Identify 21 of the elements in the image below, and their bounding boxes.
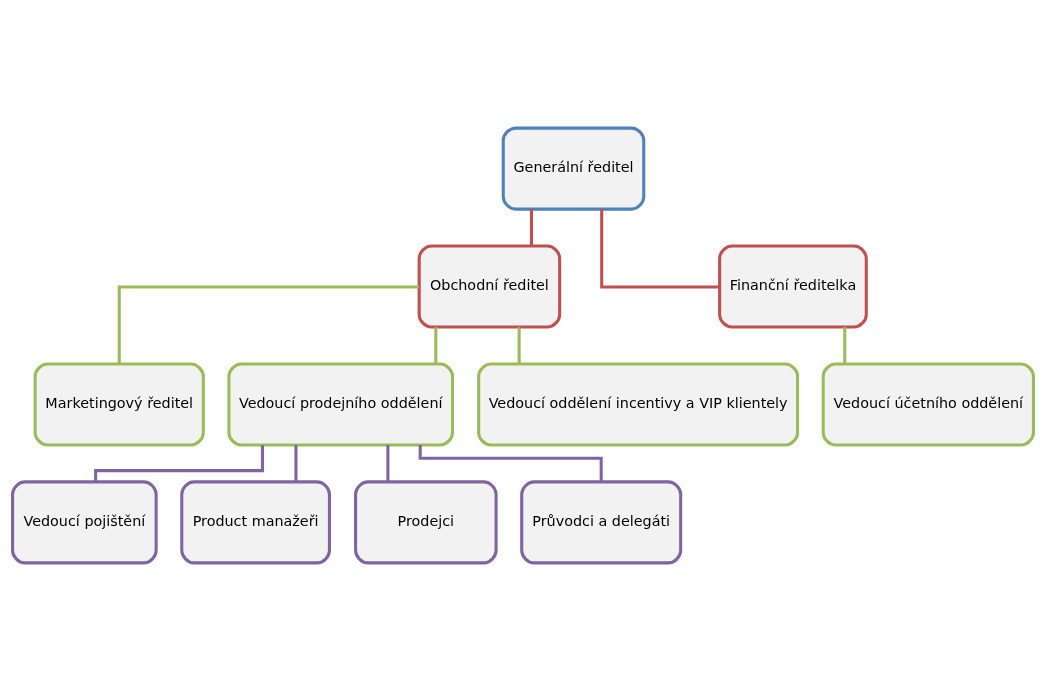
connector — [418, 444, 603, 482]
connector — [517, 326, 521, 364]
node-box: Prodejci — [354, 479, 498, 564]
node-box: Generální ředitel — [501, 126, 646, 211]
node-box: Vedoucí pojištění — [11, 479, 158, 564]
node-box: Vedoucí prodejního oddělení — [227, 361, 455, 446]
node-box: Obchodní ředitel — [417, 244, 562, 329]
node-box: Marketingový ředitel — [33, 361, 205, 446]
node-box: Průvodci a delegáti — [520, 479, 683, 564]
node-box: Vedoucí oddělení incentivy a VIP klientely — [477, 361, 800, 446]
connector — [529, 208, 533, 246]
connector — [434, 326, 438, 364]
node-box: Vedoucí účetního oddělení — [821, 361, 1035, 446]
node-box: Finanční ředitelka — [718, 244, 868, 329]
connector — [386, 444, 390, 482]
connector — [294, 444, 298, 482]
connector — [843, 326, 847, 364]
node-box: Product manažeři — [180, 479, 331, 564]
connector — [600, 208, 720, 289]
connector — [117, 285, 419, 364]
connector — [94, 444, 264, 482]
